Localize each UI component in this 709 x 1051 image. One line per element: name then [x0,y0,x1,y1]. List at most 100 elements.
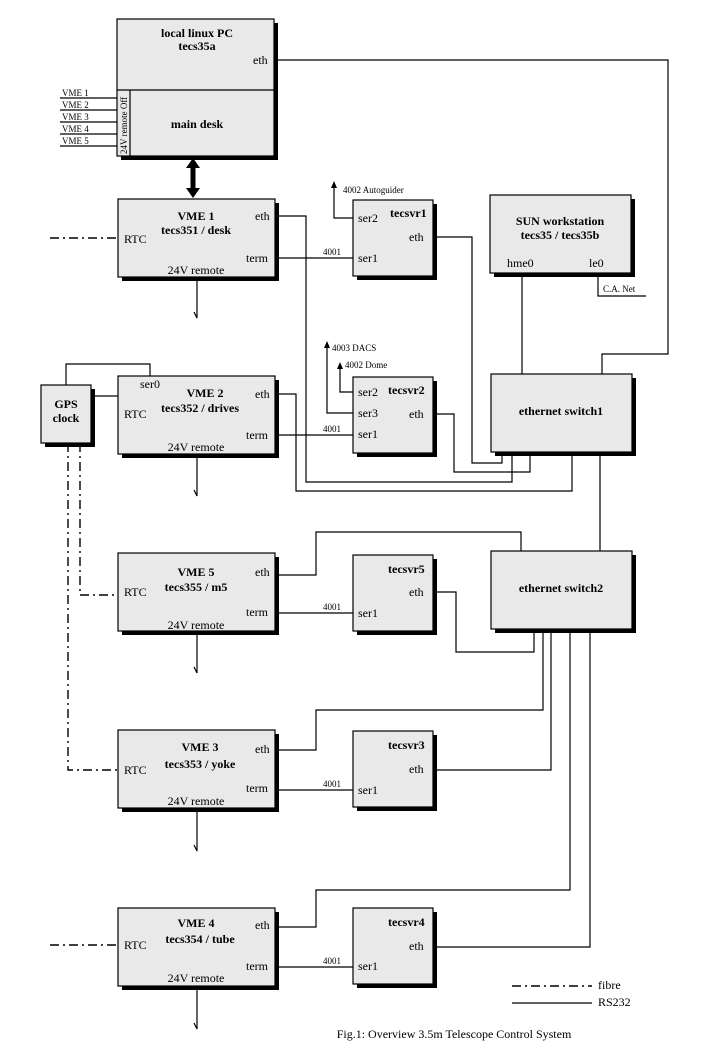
vme3-node: VME 3 tecs353 / yoke RTC eth term 24V re… [117,729,279,812]
connection-lines [65,59,669,968]
vme4-host: tecs354 / tube [165,932,235,946]
vme1-eth: eth [255,209,270,223]
tecsvr5-eth: eth [409,585,424,599]
switch1-label: ethernet switch1 [519,404,603,418]
tecsvr1-ser1: ser1 [358,251,378,265]
vme4-term: term [246,959,269,973]
port-4002-autoguider: 4002 Autoguider [343,185,404,195]
vme5-term: term [246,605,269,619]
vme4-node: VME 4 tecs354 / tube RTC eth term 24V re… [117,907,279,990]
gps-label-line1: GPS [54,397,78,411]
sun-hme0: hme0 [507,256,534,270]
port-4001-vme4: 4001 [323,956,341,966]
tecsvr1-ser2: ser2 [358,211,378,225]
vme3-title: VME 3 [182,740,219,754]
switch2-label: ethernet switch2 [519,581,603,595]
vme2-host: tecs352 / drives [161,401,239,415]
pc-input-vme5: VME 5 [62,136,89,146]
vme5-node: VME 5 tecs355 / m5 RTC eth term 24V remo… [117,552,279,635]
vme2-node: VME 2 tecs352 / drives RTC ser0 eth term… [117,375,279,458]
main-desk-label: main desk [171,117,224,131]
tecsvr4-title: tecsvr4 [388,915,425,929]
tecsvr2-title: tecsvr2 [388,383,425,397]
tecsvr4-eth: eth [409,939,424,953]
vme2-ser0: ser0 [140,377,160,391]
tecsvr2-ser3: ser3 [358,406,378,420]
vme4-eth: eth [255,918,270,932]
vme1-term: term [246,251,269,265]
tecsvr2-eth: eth [409,407,424,421]
vme3-eth: eth [255,742,270,756]
port-labels: 4002 Autoguider 4003 DACS 4002 Dome 4001… [323,185,404,966]
vme1-title: VME 1 [178,209,215,223]
vme3-host: tecs353 / yoke [165,757,236,771]
tecsvr1-node: tecsvr1 ser2 eth ser1 [352,199,437,280]
vme3-rtc: RTC [124,763,147,777]
pc-vertical-label: 24V remote Off [119,97,129,154]
sun-workstation-node: SUN workstation tecs35 / tecs35b hme0 le… [489,194,635,277]
port-4001-vme5: 4001 [323,602,341,612]
vme1-remote: 24V remote [168,263,225,277]
ethernet-switch1-node: ethernet switch1 [490,373,636,456]
gps-clock-node: GPS clock [40,384,95,447]
vme4-title: VME 4 [178,916,215,930]
port-4003-dacs: 4003 DACS [332,343,376,353]
port-4001-vme1: 4001 [323,247,341,257]
tecsvr5-title: tecsvr5 [388,562,425,576]
pc-input-vme4: VME 4 [62,124,89,134]
tecsvr5-ser1: ser1 [358,606,378,620]
vme2-title: VME 2 [187,386,224,400]
fibre-lines [50,237,118,946]
sun-title: SUN workstation [516,214,605,228]
pc-hostname: tecs35a [178,39,215,53]
tecsvr4-ser1: ser1 [358,959,378,973]
sun-le0: le0 [589,256,604,270]
pc-input-vme1: VME 1 [62,88,89,98]
vme5-host: tecs355 / m5 [165,580,228,594]
ca-net-link: C.A. Net [597,273,646,297]
vme2-eth: eth [255,387,270,401]
remote-leads [193,281,198,1030]
vme3-term: term [246,781,269,795]
vme1-node: VME 1 tecs351 / desk RTC eth term 24V re… [117,198,279,281]
port-4001-vme3: 4001 [323,779,341,789]
vme3-remote: 24V remote [168,794,225,808]
tecsvr2-node: tecsvr2 ser2 ser3 eth ser1 [352,376,437,457]
vme2-term: term [246,428,269,442]
vme1-host: tecs351 / desk [161,223,231,237]
pc-vme1-link-arrow [186,158,200,198]
vme5-eth: eth [255,565,270,579]
vme5-remote: 24V remote [168,618,225,632]
legend: fibre RS232 [512,978,631,1009]
vme4-remote: 24V remote [168,971,225,985]
pc-eth-label: eth [253,53,268,67]
legend-fibre: fibre [598,978,621,992]
vme1-rtc: RTC [124,232,147,246]
tecsvr3-node: tecsvr3 eth ser1 [352,730,437,811]
port-4001-vme2: 4001 [323,424,341,434]
sun-hosts: tecs35 / tecs35b [521,228,600,242]
vme4-rtc: RTC [124,938,147,952]
tecsvr3-eth: eth [409,762,424,776]
pc-input-vme2: VME 2 [62,100,89,110]
vme5-rtc: RTC [124,585,147,599]
gps-label-line2: clock [53,411,80,425]
tecsvr5-node: tecsvr5 eth ser1 [352,554,437,635]
ca-net-label: C.A. Net [603,284,636,294]
local-pc-node: local linux PC tecs35a eth main desk 24V… [116,18,278,160]
tecsvr2-ser2: ser2 [358,385,378,399]
tecsvr1-title: tecsvr1 [390,206,427,220]
port-4002-dome: 4002 Dome [345,360,387,370]
vme2-remote: 24V remote [168,440,225,454]
tecsvr4-node: tecsvr4 eth ser1 [352,907,437,988]
port-lead-arrows [324,181,343,369]
tecsvr1-eth: eth [409,230,424,244]
tecsvr2-ser1: ser1 [358,427,378,441]
tecsvr3-ser1: ser1 [358,783,378,797]
vme2-rtc: RTC [124,407,147,421]
pc-vme-inputs: VME 1 VME 2 VME 3 VME 4 VME 5 [60,88,117,147]
ethernet-switch2-node: ethernet switch2 [490,550,636,633]
legend-rs232: RS232 [598,995,631,1009]
vme5-title: VME 5 [178,565,215,579]
